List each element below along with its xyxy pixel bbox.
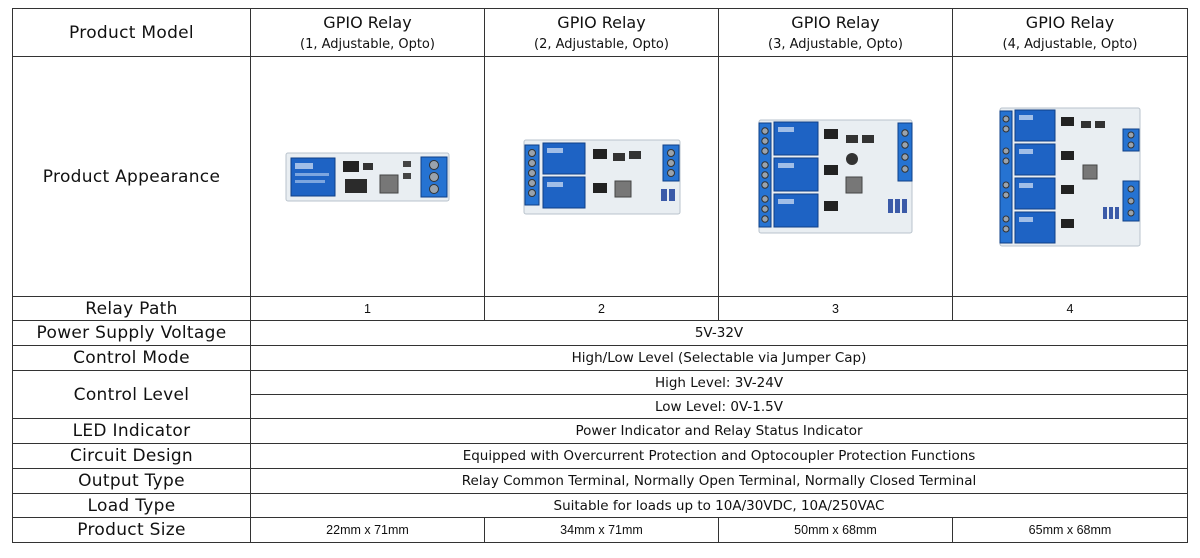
relay-path-3: 3 [718,296,953,321]
row-control-level-low: Low Level: 0V-1.5V [13,394,1188,419]
relay-path-4: 4 [952,296,1188,321]
model-cell-2: GPIO Relay (2, Adjustable, Opto) [484,8,719,57]
label-circuit-design: Circuit Design [12,443,251,469]
label-led-indicator: LED Indicator [12,418,251,444]
label-product-model: Product Model [12,8,251,57]
model-cell-1: GPIO Relay (1, Adjustable, Opto) [250,8,485,57]
row-load-type: Load Type Suitable for loads up to 10A/3… [12,493,1188,518]
row-control-mode: Control Mode High/Low Level (Selectable … [12,345,1188,371]
model-cell-4: GPIO Relay (4, Adjustable, Opto) [952,8,1188,57]
label-relay-path: Relay Path [12,296,251,321]
circuit-design-value: Equipped with Overcurrent Protection and… [250,443,1188,469]
led-indicator-value: Power Indicator and Relay Status Indicat… [250,418,1188,444]
row-led-indicator: LED Indicator Power Indicator and Relay … [12,418,1188,444]
model-name-4: GPIO Relay [1025,13,1115,32]
row-output-type: Output Type Relay Common Terminal, Norma… [12,468,1188,494]
appearance-cell-3 [718,56,953,297]
row-relay-path: Relay Path 1 2 3 4 [12,296,1188,321]
product-spec-table: Product Model GPIO Relay (1, Adjustable, … [12,8,1188,543]
2-channel-relay-board-image [523,139,680,214]
1-channel-relay-board-image [285,152,450,201]
model-variant-3: (3, Adjustable, Opto) [768,37,903,52]
label-output-type: Output Type [12,468,251,494]
product-size-3: 50mm x 68mm [718,517,953,543]
control-level-high-value: High Level: 3V-24V [250,370,1188,395]
output-type-value: Relay Common Terminal, Normally Open Ter… [250,468,1188,494]
model-variant-2: (2, Adjustable, Opto) [534,37,669,52]
label-control-level: Control Level [12,370,251,419]
control-mode-value: High/Low Level (Selectable via Jumper Ca… [250,345,1188,371]
model-variant-1: (1, Adjustable, Opto) [300,37,435,52]
product-size-4: 65mm x 68mm [952,517,1188,543]
appearance-cell-4 [952,56,1188,297]
relay-path-2: 2 [484,296,719,321]
product-size-2: 34mm x 71mm [484,517,719,543]
4-channel-relay-board-image [999,107,1141,246]
row-product-appearance: Product Appearance [12,56,1188,297]
row-product-model: Product Model GPIO Relay (1, Adjustable, … [12,8,1188,57]
row-power-supply-voltage: Power Supply Voltage 5V-32V [12,320,1188,346]
power-supply-voltage-value: 5V-32V [250,320,1188,346]
label-load-type: Load Type [12,493,251,518]
model-name-3: GPIO Relay [791,13,880,32]
model-cell-3: GPIO Relay (3, Adjustable, Opto) [718,8,953,57]
appearance-cell-1 [250,56,485,297]
model-name-1: GPIO Relay [323,13,412,32]
model-variant-4: (4, Adjustable, Opto) [1002,37,1138,52]
row-product-size: Product Size 22mm x 71mm 34mm x 71mm 50m… [12,517,1188,543]
spec-table-container: Product Model GPIO Relay (1, Adjustable, … [12,8,1188,543]
label-product-appearance: Product Appearance [12,56,251,297]
3-channel-relay-board-image [758,119,913,234]
load-type-value: Suitable for loads up to 10A/30VDC, 10A/… [250,493,1188,518]
relay-path-1: 1 [250,296,485,321]
appearance-cell-2 [484,56,719,297]
label-product-size: Product Size [12,517,251,543]
row-control-level-high: Control Level High Level: 3V-24V [12,370,1188,419]
label-power-supply-voltage: Power Supply Voltage [12,320,251,346]
label-control-mode: Control Mode [12,345,251,371]
model-name-2: GPIO Relay [557,13,646,32]
row-circuit-design: Circuit Design Equipped with Overcurrent… [12,443,1188,469]
control-level-low-value: Low Level: 0V-1.5V [250,394,1188,419]
product-size-1: 22mm x 71mm [250,517,485,543]
